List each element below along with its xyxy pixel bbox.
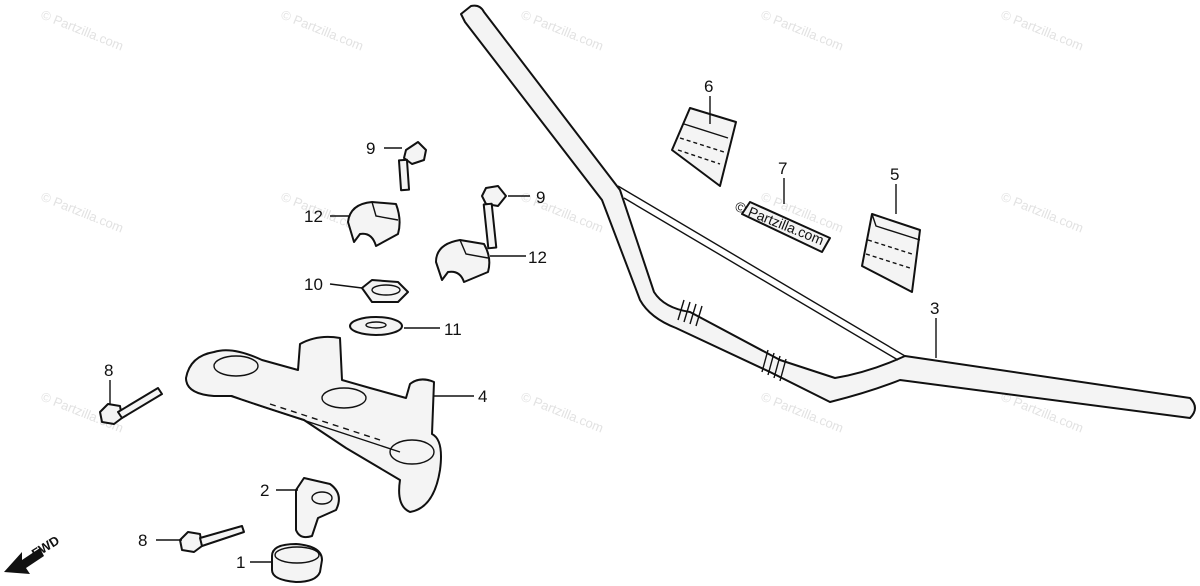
- knurl-band-right: [761, 349, 787, 382]
- washer-part-11[interactable]: [349, 316, 403, 336]
- watermark-text: © Partzilla.com: [279, 7, 366, 54]
- callout-9-right: 9: [536, 188, 545, 207]
- callout-10: 10: [304, 275, 323, 294]
- watermark-text: © Partzilla.com: [999, 189, 1086, 236]
- leader-lines: [109, 96, 937, 563]
- bolt-part-8-upper[interactable]: [99, 387, 163, 425]
- callout-12-right: 12: [528, 248, 547, 267]
- pad-part-6[interactable]: [671, 107, 737, 187]
- callout-7: 7: [778, 159, 787, 178]
- fwd-label: FWD: [29, 533, 62, 561]
- callout-4: 4: [478, 387, 487, 406]
- watermark-text: © Partzilla.com: [519, 7, 606, 54]
- sticker-part-7[interactable]: [741, 201, 831, 253]
- callout-12-left: 12: [304, 207, 323, 226]
- holder-part-2[interactable]: [295, 477, 340, 539]
- callout-11: 11: [444, 320, 462, 339]
- bolt-part-9-right[interactable]: [481, 185, 507, 250]
- knurl-band-left: [677, 299, 703, 327]
- fwd-arrow-icon: [4, 548, 44, 574]
- watermark-text: © Partzilla.com: [39, 189, 126, 236]
- clamp-part-12-right[interactable]: [435, 239, 491, 283]
- callout-1: 1: [236, 553, 245, 572]
- callout-3: 3: [930, 299, 939, 318]
- watermark-text: © Partzilla.com: [39, 7, 126, 54]
- callout-5: 5: [890, 165, 899, 184]
- bolt-part-8-lower[interactable]: [179, 525, 245, 553]
- callout-labels: 6 7 5 3 9 9 12 12 10 11 8 4 2 8 1: [104, 77, 939, 572]
- callout-8-upper: 8: [104, 361, 113, 380]
- watermark-text: © Partzilla.com: [759, 7, 846, 54]
- clamp-part-12-left[interactable]: [347, 201, 401, 247]
- grommet-part-1[interactable]: [271, 543, 323, 583]
- nut-part-10[interactable]: [361, 279, 409, 303]
- watermark-text: © Partzilla.com: [519, 389, 606, 436]
- bolt-part-9-left[interactable]: [397, 141, 427, 192]
- callout-9-left: 9: [366, 139, 375, 158]
- watermark-text: © Partzilla.com: [999, 7, 1086, 54]
- callout-2: 2: [260, 481, 269, 500]
- callout-6: 6: [704, 77, 713, 96]
- callout-8-lower: 8: [138, 531, 147, 550]
- fork-bridge-part-4[interactable]: [185, 335, 442, 513]
- pad-part-5[interactable]: [861, 213, 921, 293]
- watermark-text: © Partzilla.com: [519, 189, 606, 236]
- handlebar-part-3[interactable]: [460, 4, 1196, 419]
